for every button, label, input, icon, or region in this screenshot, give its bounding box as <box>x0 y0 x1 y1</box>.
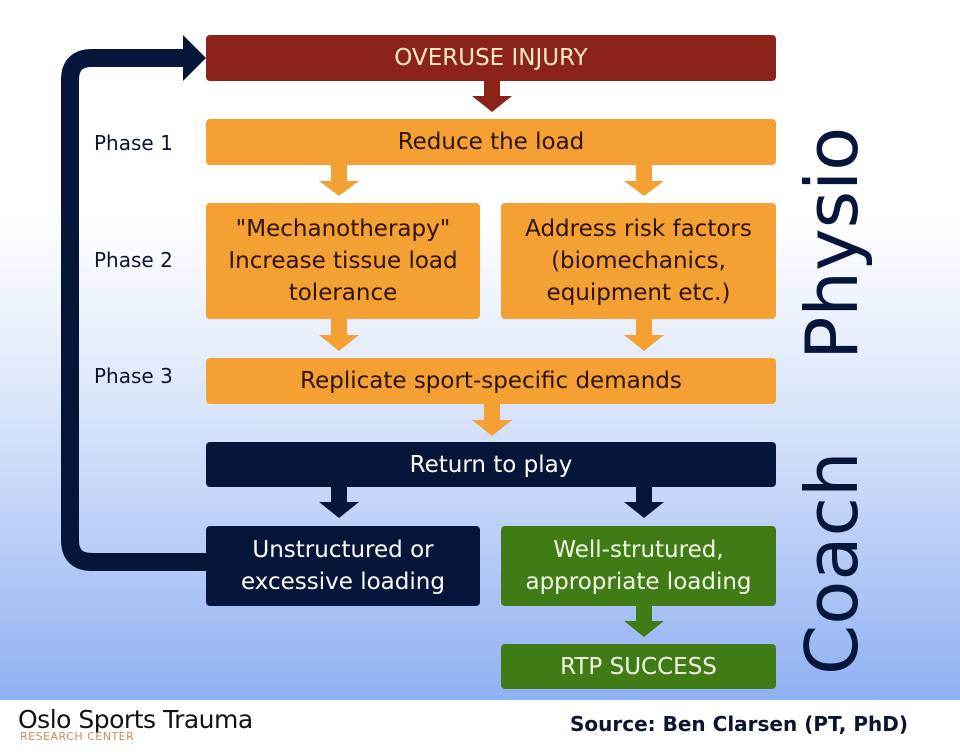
arrow-injury-to-reduce <box>472 80 512 112</box>
physio-side-label: Physio <box>790 126 874 360</box>
oslo-logo: Oslo Sports Trauma RESEARCH CENTER <box>18 705 253 743</box>
phase-2-label: Phase 2 <box>94 248 173 272</box>
arrow-reduce-to-risk <box>624 164 664 196</box>
phase-1-label: Phase 1 <box>94 131 173 155</box>
arrow-risk-to-replicate <box>624 318 664 351</box>
replicate-demands-box: Replicate sport-specific demands <box>206 358 776 404</box>
return-to-play-label: Return to play <box>409 451 573 478</box>
risk-factors-box: Address risk factors (biomechanics, equi… <box>501 203 776 319</box>
phase-3-label: Phase 3 <box>94 364 173 388</box>
slide-background <box>0 0 960 700</box>
risk-factors-line-3: equipment etc.) <box>546 280 731 306</box>
logo-sub-text: RESEARCH CENTER <box>20 730 135 743</box>
risk-factors-line-2: (biomechanics, <box>551 248 726 274</box>
unstructured-loading-box: Unstructured or excessive loading <box>206 526 480 606</box>
feedback-loop-arrow <box>61 35 206 571</box>
arrow-reduce-to-mech <box>319 164 359 196</box>
flow-arrows <box>319 80 664 637</box>
overuse-injury-label: OVERUSE INJURY <box>394 45 588 71</box>
loop-path <box>61 49 206 571</box>
rtp-success-label: RTP SUCCESS <box>560 653 717 680</box>
unstructured-line-2: excessive loading <box>241 569 445 595</box>
arrow-well-to-success <box>624 606 664 637</box>
logo-main-text: Oslo Sports Trauma <box>18 705 253 734</box>
mechanotherapy-line-3: tolerance <box>288 280 398 306</box>
risk-factors-line-1: Address risk factors <box>525 216 752 242</box>
arrow-replicate-to-rtp <box>472 403 512 436</box>
mechanotherapy-box: "Mechanotherapy" Increase tissue load to… <box>206 203 480 319</box>
well-structured-line-1: Well-strutured, <box>553 537 724 563</box>
arrow-rtp-to-wellstructured <box>624 486 664 518</box>
well-structured-line-2: appropriate loading <box>525 569 752 595</box>
mechanotherapy-line-2: Increase tissue load <box>228 248 458 274</box>
mechanotherapy-line-1: "Mechanotherapy" <box>235 216 451 242</box>
source-credit: Source: Ben Clarsen (PT, PhD) <box>570 712 908 736</box>
return-to-play-box: Return to play <box>206 442 776 487</box>
replicate-demands-label: Replicate sport-specific demands <box>300 368 682 394</box>
arrow-rtp-to-unstructured <box>319 486 359 518</box>
reduce-load-label: Reduce the load <box>397 129 585 155</box>
reduce-load-box: Reduce the load <box>206 119 776 165</box>
coach-side-label: Coach <box>790 451 874 675</box>
unstructured-line-1: Unstructured or <box>252 537 434 563</box>
rtp-success-box: RTP SUCCESS <box>501 644 776 689</box>
loop-arrowhead <box>183 35 206 81</box>
arrow-mech-to-replicate <box>319 318 359 351</box>
well-structured-box: Well-strutured, appropriate loading <box>501 526 776 606</box>
overuse-injury-box: OVERUSE INJURY <box>206 35 776 81</box>
